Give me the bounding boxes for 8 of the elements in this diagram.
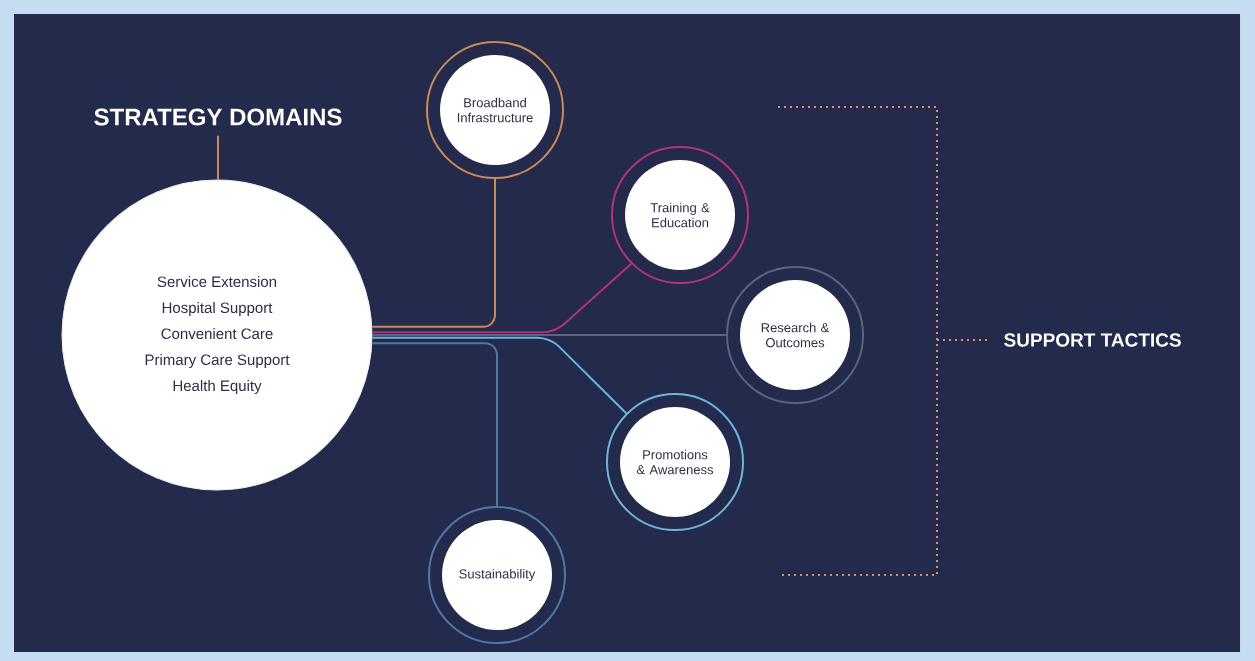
connector — [371, 336, 628, 415]
heading: STRATEGY DOMAINS — [94, 108, 342, 126]
connector — [371, 262, 633, 334]
connector — [371, 334, 727, 336]
connector — [217, 134, 219, 181]
connector — [371, 342, 498, 507]
section-label: SUPPORT TACTICS — [1004, 333, 1181, 347]
connector — [371, 178, 496, 328]
